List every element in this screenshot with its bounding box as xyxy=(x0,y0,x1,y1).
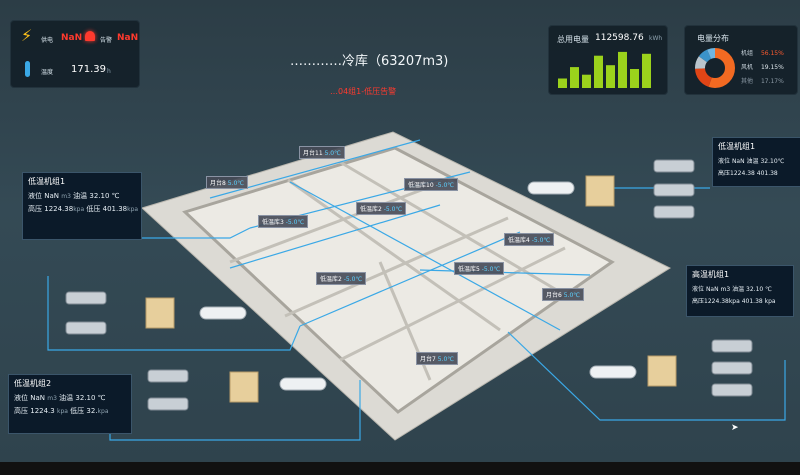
room-tag[interactable]: 低温库4 -5.0℃ xyxy=(504,233,555,246)
energy-label: 总用电量 xyxy=(557,35,589,44)
lightning-icon: ⚡ xyxy=(21,26,33,45)
energy-value: 112598.76 xyxy=(595,33,644,43)
energy-bar xyxy=(558,78,567,88)
floor-inner xyxy=(182,146,615,414)
condenser-unit-left xyxy=(145,175,677,403)
unit-row-2: 高压 1224.38kpa 低压 401.38kpa xyxy=(28,205,139,213)
unit-row-2: 高压1224.38kpa 401.38 kpa xyxy=(692,298,776,305)
distribution-donut-chart xyxy=(695,48,735,88)
energy-bar xyxy=(642,53,651,88)
monitor-screen: ⚡ 供电 NaN 告警 NaN 温度 171.39 h …………冷库（63207… xyxy=(0,0,800,462)
room-tag[interactable]: 低温库3 -5.0℃ xyxy=(258,215,309,228)
room-tag[interactable]: 月台7 5.0℃ xyxy=(416,352,459,365)
room-tag[interactable]: 低温库10 -5.0℃ xyxy=(404,178,459,191)
energy-bar xyxy=(570,67,579,88)
energy-unit: kWh xyxy=(649,35,663,42)
mouse-cursor-icon: ➤ xyxy=(731,423,739,433)
energy-bar xyxy=(618,51,627,88)
legend-item: 风机 19.15% xyxy=(741,64,784,71)
unit-name: 低温机组1 xyxy=(718,142,756,151)
energy-bar xyxy=(630,69,639,88)
monitor-bezel xyxy=(0,462,800,475)
unit-row-1: 液位 NaN m3 油温 32.10 ℃ xyxy=(28,192,120,200)
unit-row-1: 液位 NaN m3 油温 32.10 ℃ xyxy=(14,394,106,402)
energy-bar-chart xyxy=(558,51,651,88)
energy-panel: 总用电量 112598.76 kWh xyxy=(548,25,668,95)
unit-name: 低温机组1 xyxy=(28,177,66,186)
unit-box-right-top[interactable]: 低温机组1 液位 NaN 油温 32.10℃ 高压1224.38 401.38 xyxy=(712,137,800,187)
distribution-title: 电量分布 xyxy=(697,34,729,43)
receiver-tanks xyxy=(199,181,637,391)
unit-box-left-bottom[interactable]: 低温机组2 液位 NaN m3 油温 32.10 ℃ 高压 1224.3 kpa… xyxy=(8,374,132,434)
unit-name: 低温机组2 xyxy=(14,379,52,388)
unit-box-left-top[interactable]: 低温机组1 液位 NaN m3 油温 32.10 ℃ 高压 1224.38kpa… xyxy=(22,172,142,240)
power-value: NaN xyxy=(61,33,83,43)
distribution-legend: 机组 56.15% 风机 19.15% 其他 17.17% xyxy=(741,48,784,85)
room-tag[interactable]: 月台11 5.0℃ xyxy=(299,146,345,159)
power-label: 供电 xyxy=(41,37,54,44)
donut-slice-3 xyxy=(695,48,735,88)
compressors xyxy=(65,159,753,411)
room-tag[interactable]: 月台8 5.0℃ xyxy=(206,176,249,189)
unit-row-1: 液位 NaN m3 油温 32.10 ℃ xyxy=(692,286,772,293)
distribution-panel: 电量分布 机组 56.15% 风机 19.15% 其他 17.17% xyxy=(684,25,798,95)
room-tag[interactable]: 月台6 5.0℃ xyxy=(542,288,585,301)
legend-item: 其他 17.17% xyxy=(741,78,784,85)
page-title: …………冷库（63207m3) xyxy=(290,54,449,69)
energy-bar xyxy=(594,55,603,88)
partition-walls xyxy=(229,160,566,381)
unit-box-right-bottom[interactable]: 高温机组1 液位 NaN m3 油温 32.10 ℃ 高压1224.38kpa … xyxy=(686,265,794,317)
energy-bar xyxy=(606,65,615,88)
unit-row-2: 高压 1224.3 kpa 低压 32.kpa xyxy=(14,407,109,415)
unit-row-1: 液位 NaN 油温 32.10℃ xyxy=(718,158,785,165)
alarm-siren-icon xyxy=(85,31,95,41)
temperature-value: 171.39 xyxy=(71,64,106,75)
status-panel: ⚡ 供电 NaN 告警 NaN 温度 171.39 h xyxy=(10,20,140,88)
unit-name: 高温机组1 xyxy=(692,270,730,279)
room-tag[interactable]: 低温库2 -5.0℃ xyxy=(316,272,367,285)
thermometer-icon xyxy=(25,61,30,77)
legend-item: 机组 56.15% xyxy=(741,50,784,57)
energy-bar xyxy=(582,74,591,88)
donut-slice-5 xyxy=(695,48,735,88)
unit-row-2: 高压1224.38 401.38 xyxy=(718,170,778,177)
room-tag[interactable]: 低温库5 -5.0℃ xyxy=(454,262,505,275)
temperature-label: 温度 xyxy=(41,69,54,76)
room-tag[interactable]: 低温库2 -5.0℃ xyxy=(356,202,407,215)
temperature-unit: h xyxy=(107,68,111,75)
alarm-label: 告警 xyxy=(100,37,113,44)
alarm-value: NaN xyxy=(117,33,139,43)
alarm-message: …04组1-低压告警 xyxy=(330,87,397,96)
